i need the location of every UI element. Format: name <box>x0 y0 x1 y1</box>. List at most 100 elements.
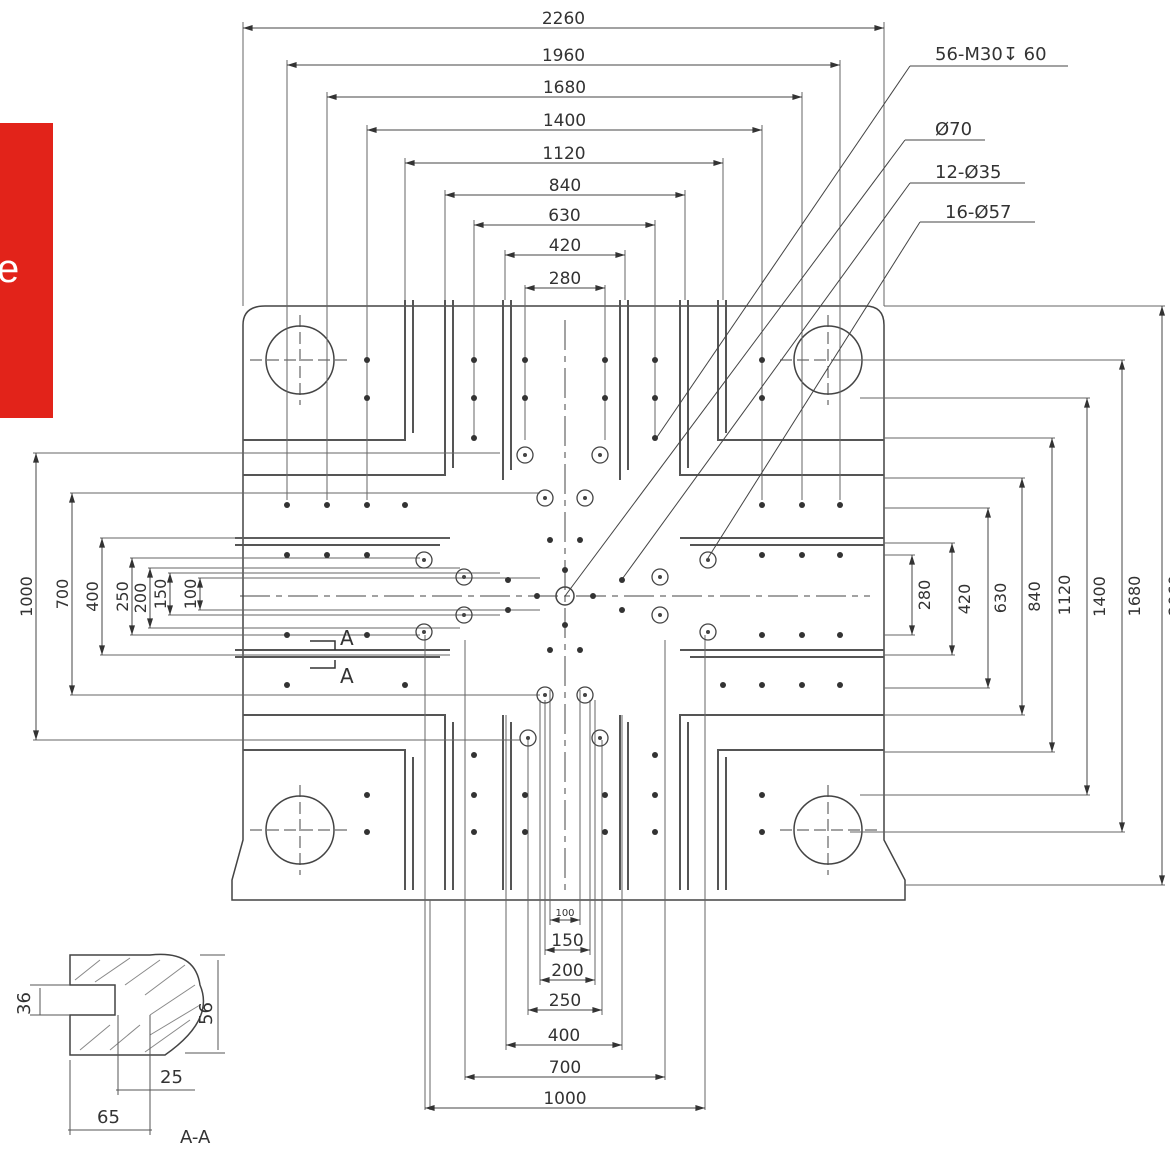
dim-bottom-100: 100 <box>550 908 580 923</box>
bolt-hole-ring <box>699 623 717 641</box>
dim-right-1120-label: 1120 <box>1055 575 1074 616</box>
tapped-hole-marker <box>759 502 765 508</box>
bolt-hole-ring <box>591 446 609 464</box>
tapped-hole-marker <box>652 435 658 441</box>
bolt-hole-ring <box>519 729 537 747</box>
section-arrow-bottom <box>310 660 336 669</box>
dim-top-630-label: 630 <box>548 206 580 226</box>
tapped-hole-marker <box>602 792 608 798</box>
bolt-hole-center <box>658 613 662 617</box>
dim-left-250-label: 250 <box>113 581 132 612</box>
tapped-hole-marker <box>471 752 477 758</box>
callout-holes-57: 16-Ø57 <box>945 202 1011 223</box>
tapped-hole-marker <box>284 502 290 508</box>
dim-left-100: 100 <box>181 578 203 610</box>
dim-right-420-label: 420 <box>955 584 974 615</box>
tapped-hole-marker <box>652 829 658 835</box>
bolt-hole-ring <box>455 568 473 586</box>
dim-bottom-250-label: 250 <box>549 991 581 1011</box>
bolt-hole-ring <box>591 729 609 747</box>
tapped-hole-marker <box>837 682 843 688</box>
bolt-hole-ring <box>576 686 594 704</box>
dim-right-630: 630 <box>985 508 1010 688</box>
dim-top-2260: 2260 <box>243 9 884 31</box>
tapped-hole-marker <box>837 632 843 638</box>
tapped-hole-marker <box>799 632 805 638</box>
dim-left-150-label: 150 <box>151 579 170 610</box>
bolt-hole-center <box>526 736 530 740</box>
dim-right-420: 420 <box>949 543 974 655</box>
bolt-hole-center <box>583 693 587 697</box>
tapped-hole-marker <box>652 752 658 758</box>
section-dim-height-outer: 56 <box>196 1002 217 1025</box>
dim-left-700: 700 <box>53 493 75 695</box>
tapped-hole-marker <box>364 357 370 363</box>
tapped-hole-marker <box>720 682 726 688</box>
tapped-hole-marker <box>522 357 528 363</box>
section-marker-bottom: A <box>340 664 354 688</box>
bolt-hole-ring <box>415 551 433 569</box>
bolt-hole-ring <box>455 606 473 624</box>
tapped-hole-marker <box>759 829 765 835</box>
dim-bottom-150: 150 <box>545 931 590 953</box>
section-arrow-top <box>310 640 336 650</box>
tapped-hole-marker <box>471 357 477 363</box>
tapped-hole-marker <box>590 593 596 599</box>
dim-right-1400-label: 1400 <box>1090 576 1109 617</box>
dim-bottom-200-label: 200 <box>551 961 583 981</box>
bolt-hole-ring <box>516 446 534 464</box>
tapped-hole-marker <box>602 395 608 401</box>
section-label: A-A <box>180 1127 211 1148</box>
tapped-hole-marker <box>364 632 370 638</box>
bolt-hole-center <box>462 613 466 617</box>
tapped-hole-marker <box>799 682 805 688</box>
tapped-hole-marker <box>522 792 528 798</box>
dim-bottom-100-label: 100 <box>555 908 574 919</box>
dim-right-2060-label: 2060 <box>1165 575 1170 616</box>
tapped-hole-marker <box>547 647 553 653</box>
tapped-hole-marker <box>602 829 608 835</box>
t-slot-vertical <box>243 300 414 441</box>
dim-top-420-label: 420 <box>549 236 581 256</box>
dim-right-1680-label: 1680 <box>1125 576 1144 617</box>
dim-left-1000-label: 1000 <box>17 576 36 617</box>
dim-bottom-700-label: 700 <box>549 1058 581 1078</box>
section-dim-width-total: 65 <box>97 1107 120 1128</box>
tapped-hole-marker <box>324 552 330 558</box>
bolt-hole-center <box>422 630 426 634</box>
tapped-hole-marker <box>364 395 370 401</box>
slot-section-profile <box>69 953 205 1056</box>
dim-top-420: 420 <box>505 236 625 258</box>
dim-left-250: 250 <box>113 558 135 635</box>
tapped-hole-marker <box>837 502 843 508</box>
dim-bottom-700: 700 <box>465 1058 665 1080</box>
bolt-hole-ring <box>536 489 554 507</box>
dim-top-1680-label: 1680 <box>543 78 586 98</box>
tapped-hole-marker <box>505 577 511 583</box>
bolt-hole-center <box>598 453 602 457</box>
tapped-hole-marker <box>652 792 658 798</box>
tapped-hole-marker <box>505 607 511 613</box>
dim-left-1000: 1000 <box>17 453 39 740</box>
platen-outline <box>231 305 906 901</box>
dim-right-1120: 1120 <box>1049 438 1074 752</box>
center-hole <box>555 586 575 606</box>
section-dim-height-inner: 36 <box>14 992 35 1015</box>
tapped-hole-marker <box>522 395 528 401</box>
dim-bottom-250: 250 <box>528 991 602 1013</box>
tapped-hole-marker <box>577 537 583 543</box>
bolt-hole-center <box>543 496 547 500</box>
tapped-hole-marker <box>837 552 843 558</box>
tapped-hole-marker <box>284 682 290 688</box>
bolt-hole-ring <box>651 568 669 586</box>
bolt-hole-ring <box>576 489 594 507</box>
tapped-hole-marker <box>402 502 408 508</box>
tapped-hole-marker <box>799 502 805 508</box>
bolt-hole-center <box>462 575 466 579</box>
dim-right-280-label: 280 <box>915 580 934 611</box>
tapped-hole-marker <box>602 357 608 363</box>
dim-top-1120-label: 1120 <box>542 144 585 164</box>
tapped-hole-marker <box>471 395 477 401</box>
bolt-hole-center <box>706 558 710 562</box>
